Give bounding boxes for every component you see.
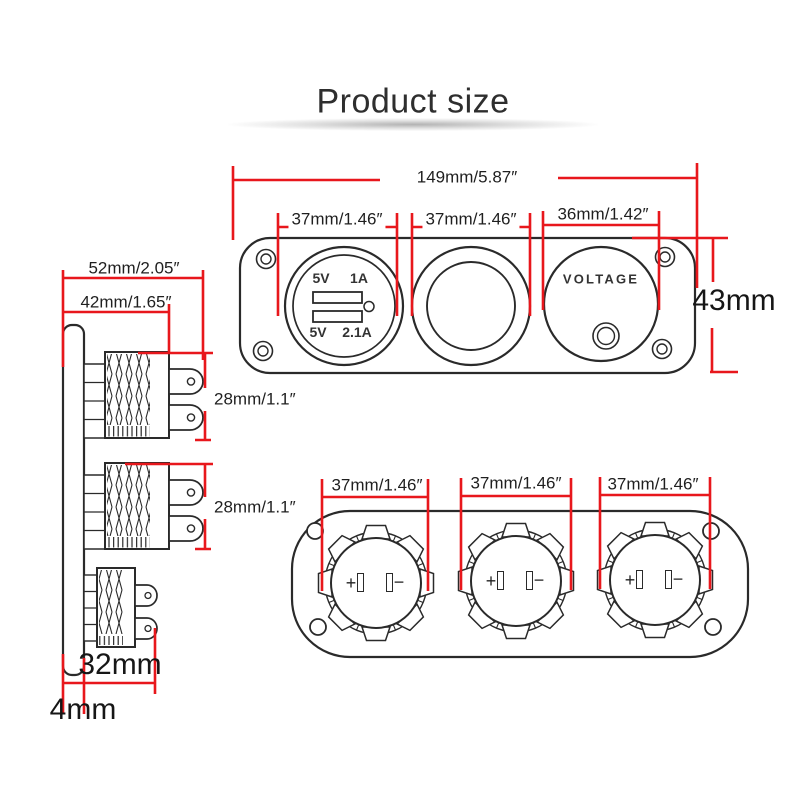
usb-rating-5v-top: 5V xyxy=(312,270,330,286)
usb-rating-5v-bottom: 5V xyxy=(309,324,327,340)
dim-rear-socket2-label: 37mm/1.46″ xyxy=(470,473,562,493)
dim-panel-thickness-label: 4mm xyxy=(49,693,117,726)
terminal-slot xyxy=(357,573,364,592)
socket-side-3 xyxy=(83,567,158,648)
plus-terminal-label: + xyxy=(624,570,636,590)
dim-usb-width-label: 37mm/1.46″ xyxy=(288,209,386,229)
voltmeter-label: VOLTAGE xyxy=(562,271,640,287)
title-shadow xyxy=(228,118,598,131)
dim-socket-width-label: 37mm/1.46″ xyxy=(422,209,520,229)
dim-panel-height-label: 43mm xyxy=(692,284,776,317)
lighter-socket xyxy=(410,245,532,367)
page-title: Product size xyxy=(316,82,510,121)
dim-voltmeter-width-label: 36mm/1.42″ xyxy=(557,204,649,224)
usb-rating-1a: 1A xyxy=(350,270,368,286)
terminal-slot xyxy=(665,570,672,589)
dim-body-depth-label: 42mm/1.65″ xyxy=(80,292,172,312)
usb-led-icon xyxy=(363,300,375,313)
dim-socket3-depth-label: 32mm xyxy=(78,648,162,681)
minus-terminal-label: − xyxy=(393,572,405,592)
dim-socket2-height-label: 28mm/1.1″ xyxy=(214,497,296,517)
dim-depth-total-label: 52mm/2.05″ xyxy=(88,258,180,278)
plus-terminal-label: + xyxy=(485,571,497,591)
side-view xyxy=(61,323,203,677)
terminal-slot xyxy=(497,571,504,590)
minus-terminal-label: − xyxy=(533,570,545,590)
dim-rear-socket1-label: 37mm/1.46″ xyxy=(331,475,423,495)
usb-rating-2-1a: 2.1A xyxy=(342,324,372,340)
rear-panel-back-view xyxy=(290,509,750,659)
front-panel-top-view xyxy=(238,236,697,375)
plus-terminal-label: + xyxy=(345,573,357,593)
usb-charger-socket xyxy=(283,245,405,367)
terminal-slot xyxy=(636,570,643,589)
dim-socket1-height-label: 28mm/1.1″ xyxy=(214,389,296,409)
dim-total-width-label: 149mm/5.87″ xyxy=(416,167,518,187)
terminal-slot xyxy=(526,571,533,590)
dim-rear-socket3-label: 37mm/1.46″ xyxy=(607,474,699,494)
minus-terminal-label: − xyxy=(672,569,684,589)
terminal-slot xyxy=(386,573,393,592)
